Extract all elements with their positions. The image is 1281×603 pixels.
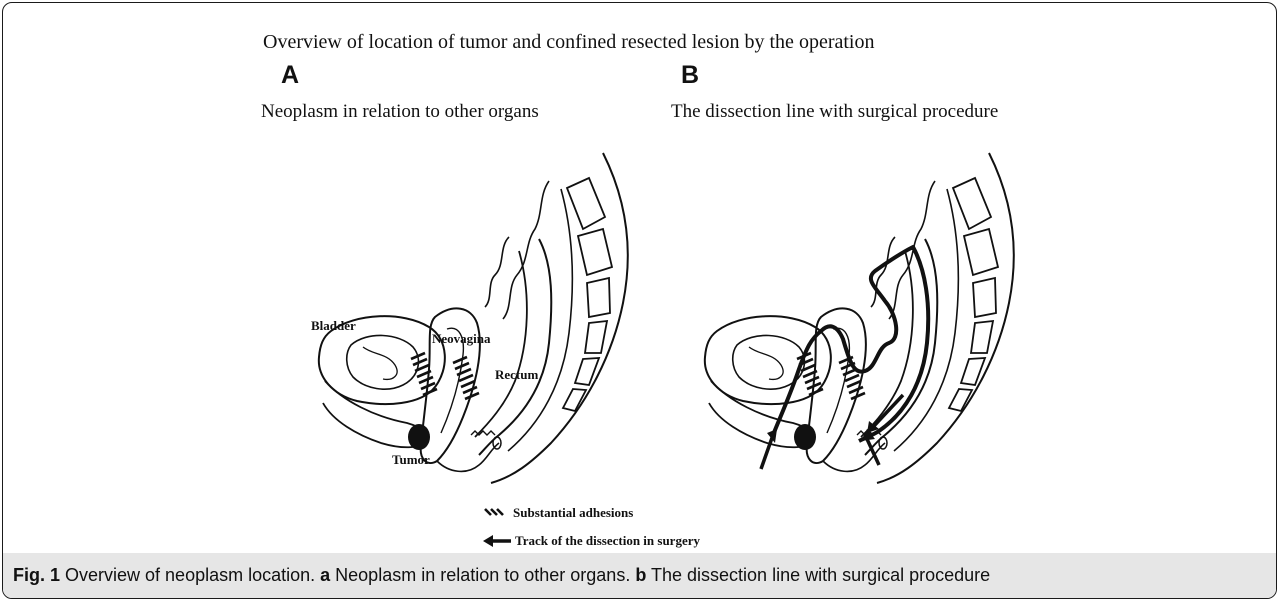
bladder-label: Bladder — [311, 318, 356, 333]
tumor-label: Tumor — [392, 452, 430, 467]
panel-a-illustration — [319, 153, 628, 483]
caption-text-a: Neoplasm in relation to other organs. — [330, 565, 635, 585]
caption-a-label: a — [320, 565, 330, 585]
legend-track-icon — [483, 535, 511, 547]
legend: Substantial adhesions Track of the disse… — [483, 505, 700, 548]
neovagina-label: Neovagina — [432, 331, 491, 346]
tumor-mass — [408, 424, 430, 450]
panel-b-illustration — [705, 153, 1014, 483]
legend-adhesions-icon — [485, 509, 503, 515]
rectum-label: Rectum — [495, 367, 538, 382]
legend-track-label: Track of the dissection in surgery — [515, 533, 700, 548]
anatomy-illustration: Bladder Neovagina Rectum Tumor Substanti… — [3, 3, 1277, 599]
legend-adhesions-label: Substantial adhesions — [513, 505, 633, 520]
caption-b-label: b — [635, 565, 646, 585]
caption-text-b: The dissection line with surgical proced… — [646, 565, 990, 585]
caption-fig-label: Fig. 1 — [13, 565, 60, 585]
figure-caption: Fig. 1 Overview of neoplasm location. a … — [13, 565, 990, 586]
tumor-mass-b — [794, 424, 816, 450]
caption-text-1: Overview of neoplasm location. — [60, 565, 320, 585]
